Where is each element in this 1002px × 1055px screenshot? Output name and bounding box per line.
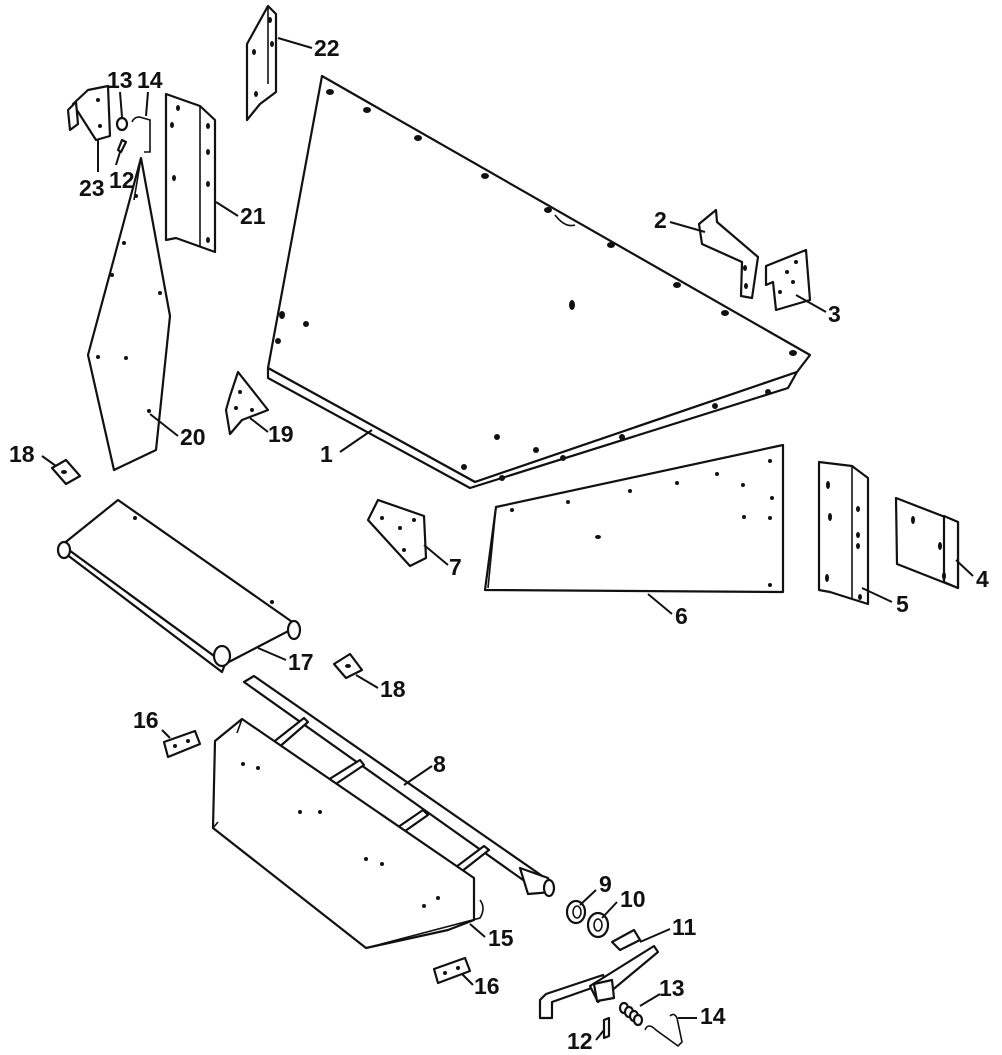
callout-13-lower: 13 (659, 975, 685, 1001)
leader-19 (249, 417, 269, 433)
part-15-tray (211, 717, 484, 950)
callout-2: 2 (654, 207, 667, 233)
part-14-hook-upper (131, 116, 151, 153)
leader-7 (423, 544, 449, 566)
part-2-bracket (697, 208, 760, 300)
leader-21 (215, 201, 239, 217)
callout-14-upper: 14 (137, 67, 163, 93)
part-13-spring-upper (115, 116, 129, 132)
leader-9 (579, 889, 597, 906)
part-18-clip-left (50, 458, 82, 486)
part-19-bracket (224, 370, 270, 436)
part-16-plate-lower (432, 956, 472, 985)
leader-13a (639, 993, 661, 1007)
leader-8 (403, 765, 433, 786)
callout-11: 11 (672, 914, 697, 940)
callout-14-lower: 14 (700, 1003, 726, 1029)
leader-6 (647, 593, 673, 615)
part-12-pin-lower (602, 1016, 611, 1040)
leader-13b (119, 91, 123, 118)
part-16-plate-upper (162, 729, 202, 759)
part-6-side-panel (483, 443, 785, 594)
part-3-bracket (764, 248, 812, 312)
callout-labels: 1 2 3 4 5 6 7 8 9 10 11 12 12 13 13 14 1… (9, 35, 989, 1054)
leader-3 (795, 294, 827, 313)
callout-18-left: 18 (9, 441, 35, 467)
callout-19: 19 (268, 421, 294, 447)
callout-13-upper: 13 (107, 67, 133, 93)
part-1-main-panel (266, 74, 812, 490)
callout-3: 3 (828, 301, 841, 327)
part-10-washer (586, 911, 610, 939)
leader-10 (601, 901, 618, 919)
leader-12a (595, 1029, 605, 1041)
leader-12b (115, 151, 121, 166)
part-18-clip-right (332, 652, 364, 680)
callout-18-right: 18 (380, 676, 406, 702)
callout-16-lower: 16 (474, 973, 500, 999)
leader-5 (861, 587, 893, 603)
callout-16-upper: 16 (133, 707, 159, 733)
part-12-pin-upper (116, 138, 128, 154)
leader-16b (461, 973, 474, 986)
callout-20: 20 (180, 424, 206, 450)
part-21-strip (164, 92, 217, 254)
callout-1: 1 (320, 441, 333, 467)
leader-4 (955, 559, 974, 577)
leader-2 (669, 221, 706, 233)
callout-10: 10 (620, 886, 646, 912)
callout-15: 15 (488, 925, 514, 951)
leader-20 (149, 413, 179, 437)
callout-9: 9 (599, 871, 612, 897)
part-22-bracket (245, 4, 278, 122)
leader-18b (355, 674, 379, 689)
leader-15 (469, 923, 486, 938)
part-17-cover (56, 498, 302, 674)
part-9-washer (565, 899, 587, 925)
callout-7: 7 (449, 554, 462, 580)
callout-17: 17 (288, 649, 314, 675)
part-20-side-panel (86, 156, 172, 472)
part-14-hook-lower (644, 1013, 683, 1048)
leader-1 (339, 429, 373, 453)
callout-12-upper: 12 (109, 167, 135, 193)
callout-8: 8 (433, 751, 446, 777)
leader-lines (41, 37, 974, 1041)
leader-18a (41, 455, 57, 467)
callout-5: 5 (896, 591, 909, 617)
part-5-strip (817, 460, 870, 606)
leader-16a (161, 729, 171, 739)
callout-21: 21 (240, 203, 266, 229)
leader-14b (145, 91, 149, 117)
part-23-bracket (66, 84, 112, 142)
callout-6: 6 (675, 603, 688, 629)
part-13-spring-lower (618, 1001, 644, 1027)
callout-22: 22 (314, 35, 340, 61)
callout-4: 4 (976, 566, 989, 592)
leader-22 (277, 37, 313, 49)
part-7-gusset (366, 498, 428, 568)
leader-17 (257, 647, 287, 661)
part-4-bracket (894, 496, 960, 590)
leader-11 (639, 928, 671, 943)
callout-23: 23 (79, 175, 105, 201)
callout-12-lower: 12 (567, 1028, 593, 1054)
part-11-lever (538, 928, 660, 1020)
